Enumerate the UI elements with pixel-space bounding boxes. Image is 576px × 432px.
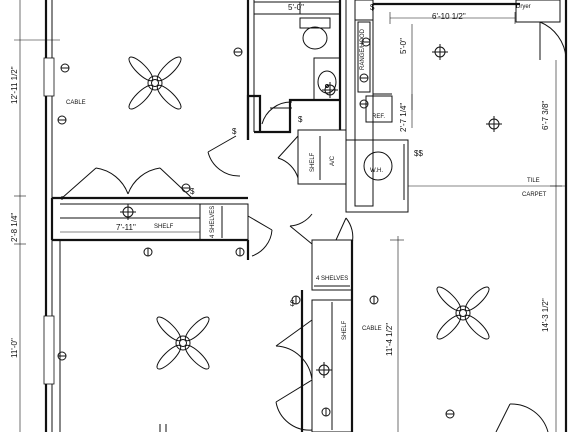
- left-upper-dim: 12'-11 1/2": [10, 66, 19, 104]
- four-shelves-label-right: 4 SHELVES: [316, 276, 348, 282]
- water-heater-label: W.H.: [370, 168, 383, 174]
- four-shelves-label-left: 4 SHELVES: [210, 206, 216, 238]
- toilet-icon: [299, 17, 331, 50]
- left-middle-dim: 2'-8 1/4": [10, 213, 19, 242]
- right-lower-dim: 14'-3 1/2": [541, 298, 550, 332]
- light-fixture-icon: [316, 362, 332, 378]
- light-fixture-icon: [486, 116, 502, 132]
- tile-label: TILE: [527, 178, 540, 184]
- ac-label: A/C: [330, 155, 336, 166]
- switch-icon: $: [298, 115, 303, 124]
- hall-shelf-label: SHELF: [154, 224, 174, 230]
- kitchen-depth-dim: 5'-0": [399, 38, 408, 54]
- bedroom-door-lower-right: [495, 403, 549, 432]
- bath-bottom-wall: [254, 98, 340, 134]
- outlet-icon: [369, 295, 379, 305]
- outlet-icon: [445, 409, 455, 419]
- hall-door-swing-lower: [247, 215, 273, 257]
- outlet-icon: [181, 183, 191, 193]
- bath-width-dim: 5'-0": [288, 3, 304, 12]
- ac-shelf-label: SHELF: [310, 152, 316, 172]
- cable-label-upper: CABLE: [66, 100, 86, 106]
- outlet-icon: [143, 247, 153, 257]
- outlet-icon: [57, 115, 67, 125]
- range-hood-label: RANGE/HOOD: [360, 28, 366, 70]
- outlet-icon: [60, 63, 70, 73]
- switch-icon: $: [232, 127, 237, 136]
- hall-shelf-dim: 7'-11": [116, 223, 136, 232]
- dryer-door-swing: [539, 21, 567, 60]
- light-fixture-icon: [120, 204, 136, 220]
- closet-height-dim: 11'-4 1/2": [385, 323, 394, 356]
- outlet-icon: [291, 295, 301, 305]
- outlet-icon: [235, 247, 245, 257]
- ceiling-fan-lower-left: [156, 316, 210, 370]
- outlet-icon: [233, 47, 243, 57]
- refrigerator-box: [365, 95, 393, 123]
- ac-door-swing: [277, 135, 299, 179]
- closet-door-left: [61, 167, 129, 199]
- hall-wall-upper: [246, 94, 262, 140]
- ref-label: REF.: [372, 114, 385, 120]
- carpet-label: CARPET: [522, 192, 547, 198]
- dryer-label: Dryer: [516, 4, 531, 10]
- outlet-icon: [321, 407, 331, 417]
- cable-label-lower: CABLE: [362, 326, 382, 332]
- range-hood: [357, 21, 371, 93]
- left-window-upper: [43, 57, 55, 97]
- ac-closet: [297, 129, 347, 185]
- switch-icon: $: [290, 299, 295, 308]
- left-window-lower: [43, 315, 55, 385]
- four-shelves-right: [311, 239, 353, 291]
- closet-door-right: [127, 167, 193, 199]
- water-heater-circle: [363, 151, 393, 181]
- outlet-icon: [57, 351, 67, 361]
- outlet-icon: [361, 37, 371, 47]
- light-fixture-icon: [432, 44, 448, 60]
- closet-door-lower-2: [275, 379, 313, 431]
- sink-icon: [313, 57, 341, 101]
- closet-door-upper-right: [289, 213, 313, 245]
- outlet-icon: [359, 99, 369, 109]
- hall-door-swing-upper: [207, 135, 241, 177]
- switch-icon: $: [370, 3, 375, 12]
- lower-shelf-label: SHELF: [342, 320, 348, 340]
- outlet-icon: [359, 73, 369, 83]
- dryer-box: [515, 0, 561, 23]
- kitchen-cabinet-column: [354, 0, 374, 207]
- light-fixture-icon: [322, 82, 338, 98]
- ceiling-fan-upper-left: [128, 56, 182, 110]
- switch-icon: $: [190, 187, 195, 196]
- kitchen-width-dim: 6'-10 1/2": [432, 12, 466, 21]
- four-shelves-closet: [199, 203, 249, 241]
- ceiling-fan-right: [436, 286, 490, 340]
- closet-door-lower-1: [275, 319, 313, 381]
- left-lower-dim: 11'-0": [10, 338, 19, 358]
- right-upper-dim: 6'-7 3/8": [541, 101, 550, 130]
- bath-door-swing: [261, 101, 293, 125]
- pantry-dim: 2'-7 1/4": [399, 103, 408, 132]
- switch-icon: $$: [414, 149, 423, 158]
